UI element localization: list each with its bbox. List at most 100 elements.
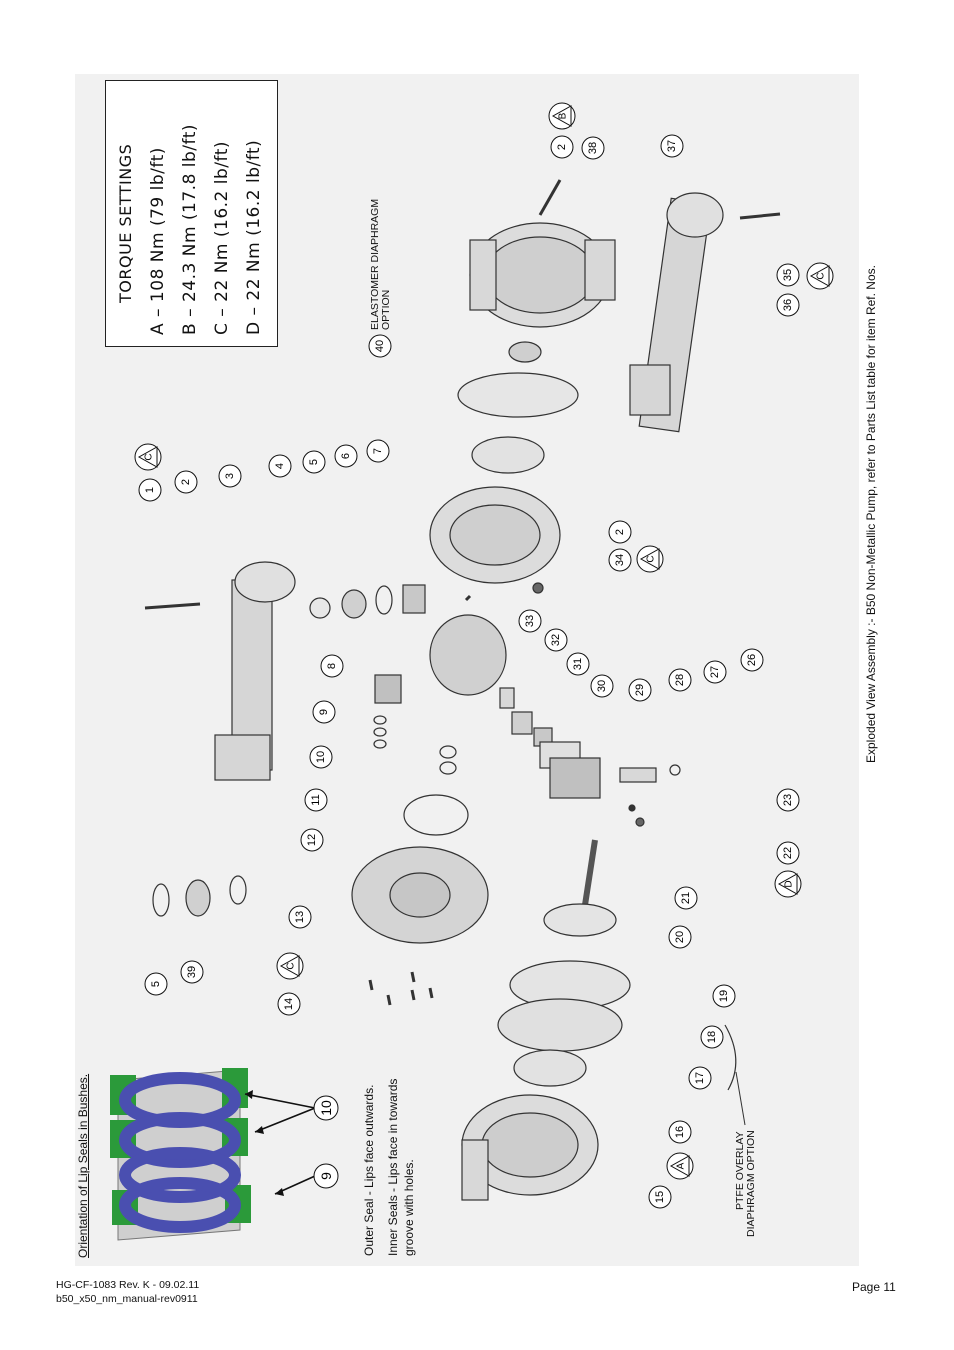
diaphragm-38 [457, 372, 579, 418]
part-callout-circle [628, 678, 652, 702]
part-callout-circle [590, 674, 614, 698]
part-callout-circle [334, 444, 358, 468]
part-callout-number: 33 [524, 615, 536, 627]
part-callout-circle [138, 478, 162, 502]
lip-seal-illustration [110, 1068, 316, 1241]
lip-seal-inner-text-2: groove with holes. [402, 1159, 416, 1256]
part-callout-circle [660, 134, 684, 158]
part-callout-circle [368, 334, 392, 358]
seat-5b [185, 879, 211, 917]
part-callout-number: 15 [654, 1191, 666, 1203]
part-callout-number: 2 [614, 529, 626, 535]
part-callout-circle [648, 1185, 672, 1209]
part-callout-circle [703, 660, 727, 684]
part-callout-circle [674, 886, 698, 910]
part-callout-circle [566, 652, 590, 676]
torque-marker-letter: C [646, 555, 657, 562]
part-callout-circle [288, 905, 312, 929]
bush-7 [402, 584, 426, 614]
torque-marker-circle [774, 870, 802, 898]
torque-marker-letter: C [816, 272, 827, 279]
part-callout-number: 9 [318, 709, 330, 715]
bolt-35 [739, 212, 781, 220]
torque-marker-letter: A [676, 1162, 687, 1169]
bolt-1 [144, 602, 201, 610]
part-callout-number: 29 [634, 684, 646, 696]
part-callout-number: 2 [556, 144, 568, 150]
part-callout-number: 20 [674, 931, 686, 943]
part-callout-number: 40 [374, 340, 386, 352]
part-callout-number: 17 [694, 1072, 706, 1084]
part-callout-number: 5 [150, 981, 162, 987]
part-callout-number: 36 [782, 299, 794, 311]
part-callout-circle [309, 745, 333, 769]
lip-callout-10: 10 [318, 1100, 334, 1116]
part-callout-circle [268, 454, 292, 478]
elastomer-label-2: OPTION [380, 289, 392, 330]
torque-marker-circle [276, 952, 304, 980]
part-callout-number: 26 [746, 654, 758, 666]
part-callout-circle [608, 548, 632, 572]
nut-34 [532, 582, 544, 594]
bush-9 [374, 674, 402, 704]
part-callout-circle [668, 1120, 692, 1144]
part-callout-circle [180, 960, 204, 984]
torque-marker-triangle [551, 105, 572, 127]
torque-marker-circle [134, 443, 162, 471]
part-callout-circle [518, 609, 542, 633]
part-callout-number: 8 [326, 663, 338, 669]
part-callout-number: 18 [706, 1031, 718, 1043]
part-callout-circle [366, 439, 390, 463]
torque-marker-triangle [639, 548, 660, 570]
part-callout-circle [740, 648, 764, 672]
part-callout-number: 19 [718, 990, 730, 1002]
part-callout-number: 3 [224, 473, 236, 479]
part-callout-circle [320, 654, 344, 678]
torque-line-a: A – 108 Nm (79 lb/ft) [148, 147, 168, 335]
part-callout-number: 22 [782, 847, 794, 859]
part-callout-circle [776, 841, 800, 865]
plate-31 [511, 711, 533, 735]
part-callout-number: 6 [340, 453, 352, 459]
part-callout-circle [776, 788, 800, 812]
ptfe-bracket [724, 1024, 737, 1091]
torque-marker-triangle [777, 873, 798, 895]
part-callout-number: 37 [666, 140, 678, 152]
part-callout-circle [550, 135, 574, 159]
part-callout-number: 28 [674, 674, 686, 686]
bolt-37 [538, 179, 562, 216]
part-callout-circle [312, 700, 336, 724]
oring-6 [375, 585, 393, 615]
figure-caption: Exploded View Assembly :- B50 Non-Metall… [864, 265, 878, 763]
spool-27 [619, 767, 657, 783]
seat-5 [341, 589, 367, 619]
part-callout-number: 31 [572, 658, 584, 670]
oring-39 [229, 875, 247, 905]
torque-marker-triangle [809, 265, 830, 287]
torque-marker-circle [806, 262, 834, 290]
gasket-32 [499, 687, 515, 709]
part-callout-circle [581, 136, 605, 160]
part-callout-circle [712, 984, 736, 1008]
centre-body-8 [429, 614, 507, 696]
plate-20 [543, 903, 617, 937]
part-callout-number: 27 [709, 666, 721, 678]
torque-settings-box: TORQUE SETTINGS A – 108 Nm (79 lb/ft) B … [105, 80, 278, 347]
part-callout-number: 39 [186, 966, 198, 978]
part-callout-number: 4 [274, 463, 286, 469]
part-callout-circle [544, 628, 568, 652]
torque-marker-circle [548, 102, 576, 130]
part-callout-number: 11 [310, 794, 322, 805]
part-callout-number: 7 [372, 448, 384, 454]
page-number: Page 11 [852, 1280, 896, 1294]
oring-11 [439, 745, 457, 759]
torque-title: TORQUE SETTINGS [116, 143, 135, 303]
part-callout-number: 1 [144, 487, 156, 493]
torque-marker-letter: C [144, 453, 155, 460]
part-callout-circle [776, 293, 800, 317]
torque-marker-letter: D [784, 880, 795, 887]
part-callout-number: 23 [782, 794, 794, 806]
diaphragm-18 [497, 998, 623, 1052]
part-callout-circle [700, 1025, 724, 1049]
